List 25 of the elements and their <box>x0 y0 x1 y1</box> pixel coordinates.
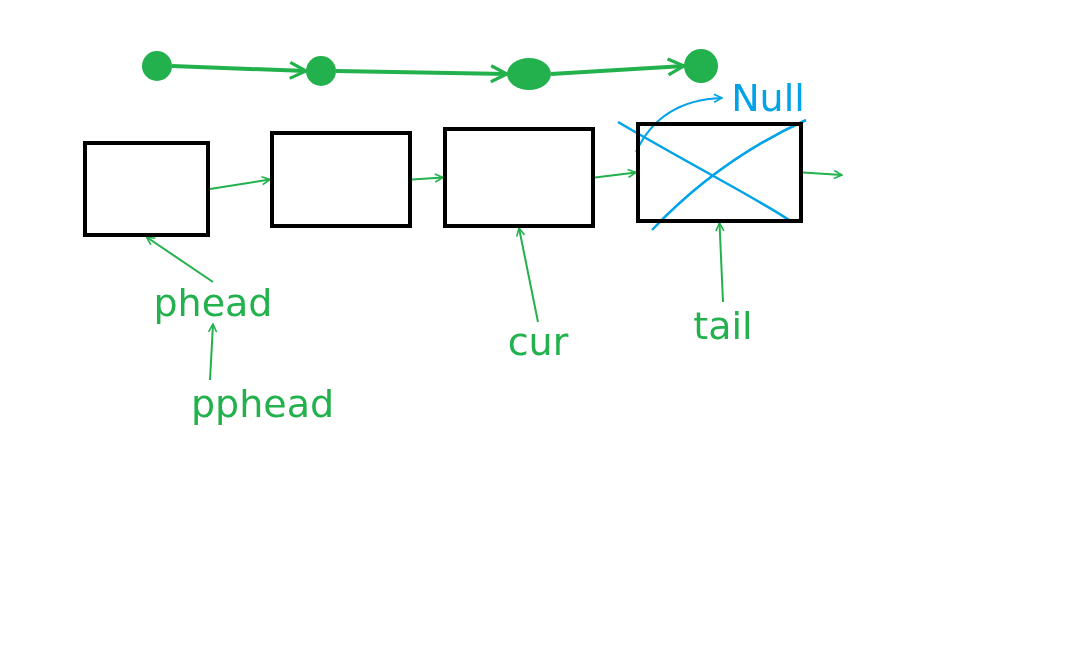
pointer-label: tail <box>664 302 782 350</box>
arrow <box>715 222 725 303</box>
pointer-label: phead <box>138 282 288 324</box>
arrow <box>209 176 271 190</box>
list-node-box <box>83 141 210 237</box>
arrow <box>802 169 843 180</box>
node-dot <box>507 58 551 90</box>
arrow <box>171 60 308 80</box>
arrow <box>411 173 444 183</box>
pointer-label: cur <box>496 322 580 362</box>
arrow <box>635 93 723 153</box>
arrow <box>594 168 637 179</box>
node-dot <box>306 56 336 86</box>
arrow <box>207 323 218 381</box>
list-node-box <box>636 122 803 223</box>
arrow <box>145 236 214 283</box>
list-node-box <box>443 127 595 228</box>
node-dot <box>142 51 172 81</box>
arrow <box>515 227 539 323</box>
arrow <box>335 64 509 84</box>
pointer-label: pphead <box>180 380 345 428</box>
arrow <box>550 57 686 77</box>
list-node-box <box>270 131 412 228</box>
pointer-label: Null <box>722 78 814 118</box>
node-dot <box>684 49 718 83</box>
